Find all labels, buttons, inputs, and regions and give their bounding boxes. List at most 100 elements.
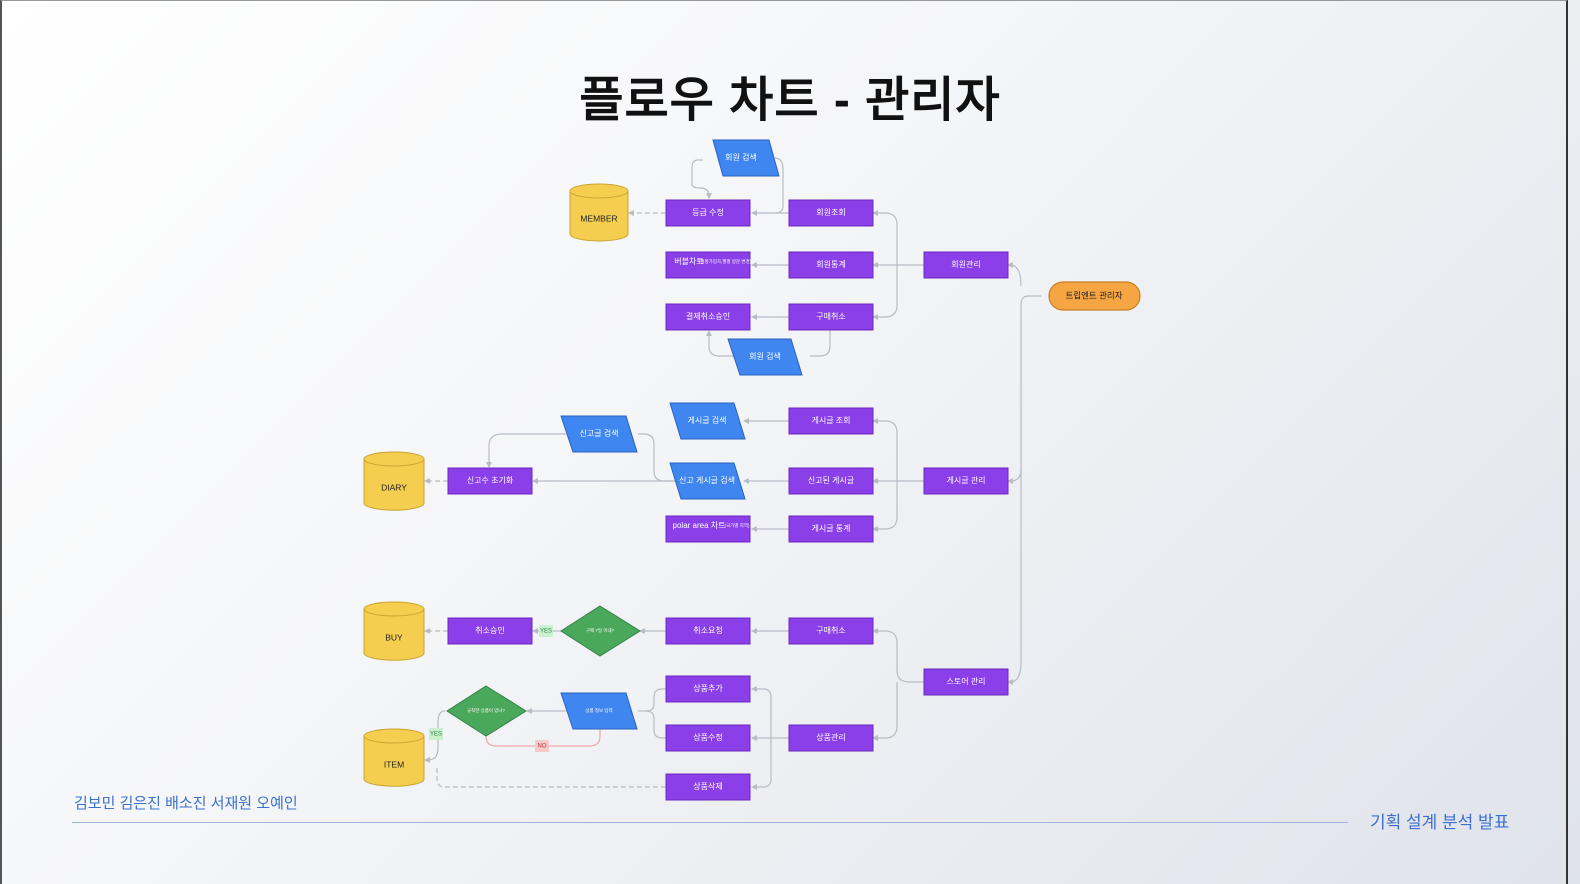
node-member-search-bottom[interactable]: 회원 검색 <box>727 338 803 376</box>
node-post-stats[interactable]: 게시글 통계 <box>788 515 874 543</box>
arrowhead <box>872 262 878 268</box>
node-payment-cancel-approve[interactable]: 결제취소승인 <box>665 303 751 331</box>
label-no-product: NO <box>535 740 549 752</box>
db-diary[interactable]: DIARY <box>363 451 425 511</box>
arrowhead <box>751 526 757 532</box>
svg-text:신고된 게시글: 신고된 게시글 <box>808 475 854 485</box>
svg-text:게시글 통계: 게시글 통계 <box>811 523 850 533</box>
arrowhead <box>743 478 749 484</box>
svg-text:게시글 검색: 게시글 검색 <box>687 415 726 425</box>
svg-text:상품추가: 상품추가 <box>693 683 723 693</box>
arrowhead <box>751 210 757 216</box>
node-report-post-search[interactable]: 신고 게시글 검색 <box>669 462 746 500</box>
node-store-management[interactable]: 스토어 관리 <box>923 668 1009 696</box>
svg-text:상품수정: 상품수정 <box>693 732 722 742</box>
node-board-management[interactable]: 게시글 관리 <box>923 467 1009 495</box>
connector <box>436 765 666 788</box>
arrowhead <box>639 628 645 634</box>
svg-text:등급 수정: 등급 수정 <box>692 207 724 217</box>
node-member-management[interactable]: 회원관리 <box>923 251 1009 279</box>
node-purchase-cancel-member[interactable]: 구매취소 <box>788 303 874 331</box>
arrowhead <box>872 314 878 320</box>
svg-text:상품삭제: 상품삭제 <box>693 781 722 791</box>
connector <box>752 688 772 738</box>
connector <box>1008 295 1041 683</box>
connector <box>638 433 676 482</box>
node-admin[interactable]: 트립엔트 관리자 <box>1048 281 1141 311</box>
connector <box>873 682 898 739</box>
svg-text:버블차트: 버블차트 <box>674 256 703 266</box>
arrowhead <box>424 478 430 484</box>
arrowhead <box>706 193 712 199</box>
node-product-add[interactable]: 상품추가 <box>665 675 751 703</box>
arrowhead <box>751 784 757 790</box>
node-report-reset[interactable]: 신고수 초기화 <box>447 467 533 495</box>
node-polar-chart[interactable]: polar area 차트 (국가별 지역) <box>665 515 751 543</box>
node-product-decision[interactable]: 규칙한 상품이 있나? <box>446 685 527 737</box>
node-bubble-chart[interactable]: 버블차트 (월평가입자,월평 방문 변경) <box>665 251 752 279</box>
db-item[interactable]: ITEM <box>363 728 425 787</box>
label-yes-cancel: YES <box>539 625 553 637</box>
node-product-info-input[interactable]: 상품 정보 입력 <box>560 692 638 730</box>
arrowhead <box>751 262 757 268</box>
arrowheads <box>424 193 1013 790</box>
node-product-management[interactable]: 상품관리 <box>788 724 874 752</box>
svg-text:회원관리: 회원관리 <box>951 259 980 269</box>
node-post-search[interactable]: 게시글 검색 <box>669 402 746 440</box>
svg-text:게시글 관리: 게시글 관리 <box>946 475 985 485</box>
svg-text:YES: YES <box>430 732 442 738</box>
arrowhead <box>743 418 749 424</box>
svg-text:규칙한 상품이 있나?: 규칙한 상품이 있나? <box>467 707 506 714</box>
arrowhead <box>872 526 878 532</box>
svg-text:게시글 조회: 게시글 조회 <box>811 415 850 425</box>
connector <box>638 688 666 712</box>
connector <box>1008 264 1022 287</box>
node-cancel-request[interactable]: 취소요청 <box>665 617 751 645</box>
arrowhead <box>532 628 538 634</box>
label-yes-product: YES <box>429 728 443 740</box>
svg-text:BUY: BUY <box>385 632 403 642</box>
db-buy[interactable]: BUY <box>363 601 425 661</box>
connector <box>485 728 601 747</box>
svg-text:ITEM: ITEM <box>384 759 404 769</box>
svg-text:결제취소승인: 결제취소승인 <box>686 311 730 321</box>
svg-text:(국가별 지역): (국가별 지역) <box>725 522 750 529</box>
node-reported-posts[interactable]: 신고된 게시글 <box>788 467 874 495</box>
svg-text:트립엔트 관리자: 트립엔트 관리자 <box>1065 290 1122 300</box>
svg-text:신고글 검색: 신고글 검색 <box>579 428 618 438</box>
node-post-view[interactable]: 게시글 조회 <box>788 407 874 435</box>
arrowhead <box>872 418 878 424</box>
connector <box>691 159 710 197</box>
svg-text:신고수 초기화: 신고수 초기화 <box>467 476 514 485</box>
node-purchase-cancel-store[interactable]: 구매취소 <box>788 617 874 645</box>
node-grade-edit[interactable]: 등급 수정 <box>665 199 751 227</box>
connector <box>873 630 924 683</box>
connector <box>873 212 924 266</box>
svg-text:구매 7일 이내?: 구매 7일 이내? <box>586 627 615 634</box>
node-member-stats[interactable]: 회원통계 <box>788 251 874 279</box>
svg-text:구매취소: 구매취소 <box>816 312 845 321</box>
svg-text:구매취소: 구매취소 <box>816 626 845 635</box>
svg-text:MEMBER: MEMBER <box>580 213 617 223</box>
svg-text:polar area 차트: polar area 차트 <box>673 521 726 530</box>
arrowhead <box>751 735 757 741</box>
connector <box>873 265 898 318</box>
connectors <box>425 157 1041 788</box>
connector <box>1008 469 1022 482</box>
node-cancel-approve[interactable]: 취소승인 <box>447 617 533 645</box>
connector <box>873 420 924 482</box>
node-product-edit[interactable]: 상품수정 <box>665 724 751 752</box>
arrowhead <box>532 478 538 484</box>
node-product-delete[interactable]: 상품삭제 <box>665 773 751 801</box>
svg-text:취소요청: 취소요청 <box>693 626 722 635</box>
node-cancel-decision[interactable]: 구매 7일 이내? <box>560 605 641 657</box>
svg-text:회원조회: 회원조회 <box>816 208 845 217</box>
db-member[interactable]: MEMBER <box>569 183 629 242</box>
node-member-view[interactable]: 회원조회 <box>788 199 874 227</box>
arrowhead <box>1007 679 1013 685</box>
svg-text:(월평가입자,월평 방문 변경): (월평가입자,월평 방문 변경) <box>699 258 752 265</box>
arrowhead <box>706 330 712 336</box>
node-member-search-top[interactable]: 회원 검색 <box>712 139 780 177</box>
author-names: 김보민 김은진 배소진 서재원 오예인 <box>74 795 298 812</box>
node-report-search[interactable]: 신고글 검색 <box>560 415 638 453</box>
